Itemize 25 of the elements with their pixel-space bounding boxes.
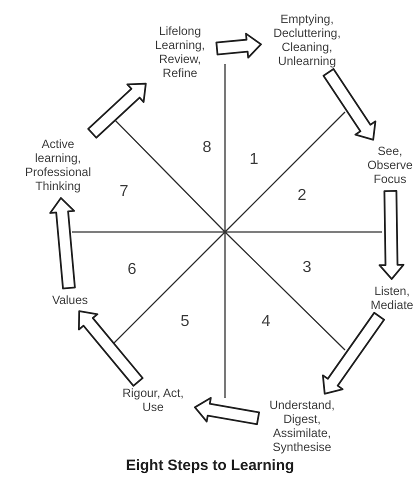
block-arrow (322, 312, 385, 395)
step-label: Emptying, Decluttering, Cleaning, Unlearning (272, 12, 342, 68)
step-label: Listen, Mediate (370, 284, 414, 312)
step-number: 4 (260, 313, 272, 331)
step-number: 3 (302, 259, 312, 277)
step-label: See, Observe Focus (366, 144, 414, 186)
step-number: 5 (180, 313, 190, 331)
block-arrow (49, 197, 76, 290)
step-label: Active learning, Professional Thinking (24, 137, 92, 193)
step-number: 8 (202, 139, 212, 157)
step-number: 2 (296, 187, 308, 205)
block-arrow (78, 310, 144, 387)
step-label: Values (52, 293, 88, 307)
step-label: Understand, Digest, Assimilate, Synthesise (268, 398, 336, 454)
block-arrow (194, 397, 260, 426)
block-arrow (87, 82, 147, 139)
block-arrow (322, 68, 376, 141)
step-label: Rigour, Act, Use (121, 386, 185, 414)
block-arrow (216, 32, 262, 58)
diagram-title: Eight Steps to Learning (124, 457, 296, 474)
step-label: Lifelong Learning, Review, Refine (154, 24, 206, 80)
block-arrow (378, 190, 404, 280)
step-number: 1 (248, 151, 260, 169)
step-number: 6 (126, 261, 138, 279)
step-number: 7 (118, 183, 130, 201)
